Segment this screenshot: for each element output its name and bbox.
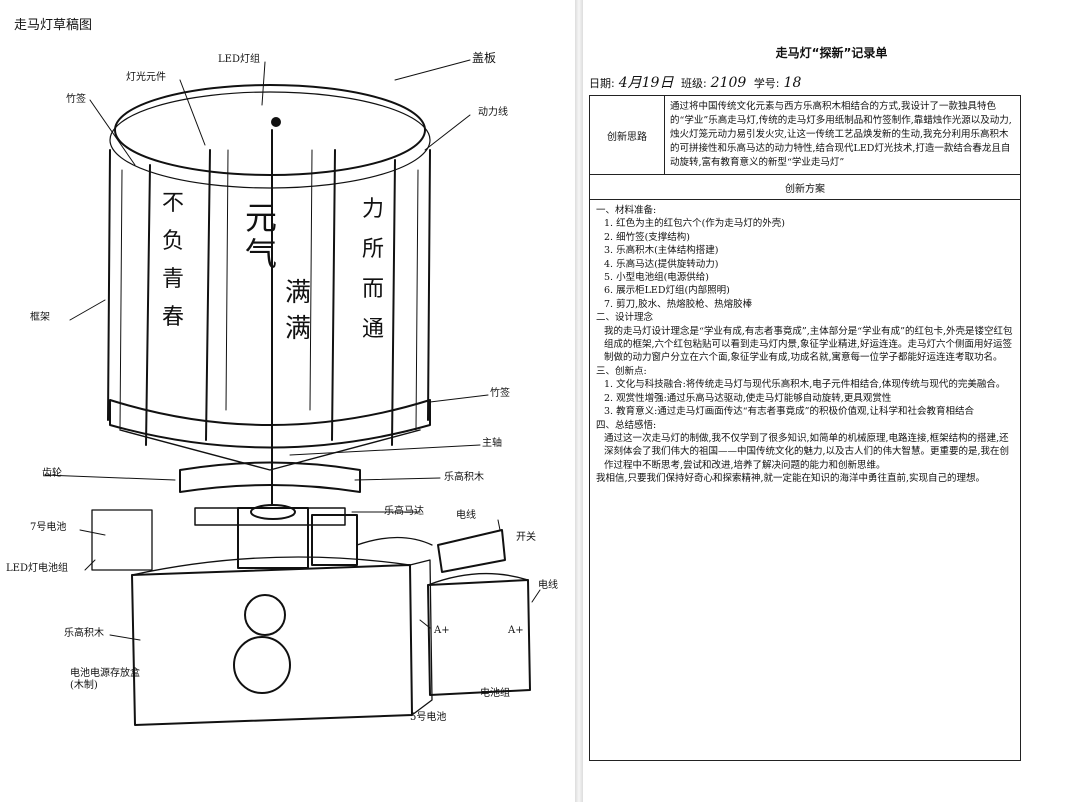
label-switch: 开关 (516, 532, 536, 543)
base-box-shape (131, 564, 413, 726)
base-box-top-shape (131, 556, 411, 576)
label-battery-box: 电池电源存放盒(木制) (70, 668, 140, 691)
record-page: 走马灯“探新”记录单 日期:4月19日 班级:2109 学号:18 创新思路 通… (583, 0, 1080, 802)
plan-line: 我的走马灯设计理念是“学业有成,有志者事竟成”,主体部分是“学业有成”的红包卡,… (604, 325, 1013, 364)
plan-label: 创新方案 (589, 174, 1021, 200)
label-bamboo-top: 竹签 (66, 94, 86, 105)
plan-line: 7. 剪刀,胶水、热熔胶枪、热熔胶棒 (604, 298, 753, 310)
label-blocks-bottom: 乐高积木 (64, 628, 104, 639)
class-label: 班级: (680, 77, 707, 90)
frame-base-shape (119, 429, 421, 471)
plan-line: 5. 小型电池组(电源供给) (604, 272, 709, 284)
battery-holder-left-shape (91, 509, 153, 571)
gear-circle-1 (244, 594, 286, 636)
plan-line: 二、设计理念 (596, 312, 654, 324)
lamp-text-3: 不负青春 (162, 191, 185, 330)
battery-pack-top-shape (427, 572, 529, 586)
cover-rim-shape (109, 91, 431, 189)
label-power-line: 动力线 (478, 107, 508, 118)
frame-bottom-shape (109, 399, 431, 449)
label-led: LED灯组 (218, 54, 260, 65)
bamboo-stick-2 (205, 149, 211, 441)
plan-line: 3. 教育意义:通过走马灯画面传达“有志者事竟成”的积极价值观,让科学和社会教育… (604, 406, 975, 418)
switch-box-shape (311, 514, 358, 566)
date-value: 4月19日 (618, 75, 674, 91)
lamp-text-2: 满满 (285, 278, 312, 344)
label-battery-7: 7号电池 (30, 522, 67, 533)
frame-right-side (427, 149, 431, 421)
plan-line: 一、材料准备: (596, 205, 657, 216)
leader-lines (44, 59, 541, 641)
idea-label: 创新思路 (589, 95, 665, 175)
battery-pack-shape (427, 579, 531, 696)
page-fold (575, 0, 583, 802)
label-cover: 盖板 (472, 51, 497, 65)
plan-line: 三、创新点: (596, 365, 647, 377)
label-battery-5: 5号电池 (410, 712, 447, 723)
label-plus-b: A+ (508, 625, 524, 636)
lamp-text-1: 元气 (245, 199, 278, 273)
date-label: 日期: (589, 77, 615, 90)
label-blocks-top: 乐高积木 (444, 472, 484, 483)
label-battery-pack: 电池组 (480, 688, 510, 699)
record-table: 创新思路 通过将中国传统文化元素与西方乐高积木相结合的方式,我设计了一款独具特色… (589, 95, 1021, 761)
bamboo-stick-6 (415, 169, 419, 431)
blocks-top-shape (179, 461, 361, 493)
plan-line: 四、总结感悟: (596, 419, 657, 431)
lantern-sketch (44, 59, 541, 726)
label-gear: 齿轮 (42, 468, 62, 479)
bamboo-stick-5 (119, 169, 123, 431)
gear-shape (194, 507, 346, 526)
cover-top-shape (114, 84, 426, 176)
bamboo-stick-7 (225, 149, 229, 411)
label-main-shaft: 主轴 (482, 438, 502, 449)
label-plus-a: A+ (434, 625, 450, 636)
frame-left-side (107, 149, 111, 421)
bamboo-stick-1 (145, 164, 151, 446)
id-label: 学号: (753, 77, 780, 90)
label-frame: 框架 (30, 312, 50, 323)
label-motor: 乐高马达 (384, 506, 424, 517)
bamboo-stick-3 (331, 149, 336, 441)
cover-hole-shape (271, 117, 281, 127)
plan-line: 3. 乐高积木(主体结构搭建) (604, 245, 719, 257)
switch-handle-shape (437, 529, 506, 573)
plan-line: 6. 展示柜LED灯组(内部照明) (604, 285, 730, 297)
plan-body: 一、材料准备: 1. 红色为主的红包六个(作为走马灯的外壳) 2. 细竹签(支撑… (589, 199, 1021, 761)
sketch-title: 走马灯草稿图 (14, 18, 93, 33)
plan-line: 1. 红色为主的红包六个(作为走马灯的外壳) (604, 218, 785, 230)
bamboo-stick-8 (309, 149, 313, 411)
idea-text: 通过将中国传统文化元素与西方乐高积木相结合的方式,我设计了一款独具特色的“学业”… (664, 95, 1021, 175)
plan-line: 通过这一次走马灯的制做,我不仅学到了很多知识,如简单的机械原理,电路连接,框架结… (604, 432, 1010, 471)
plan-line: 1. 文化与科技融合:将传统走马灯与现代乐高积木,电子元件相结合,体现传统与现代… (604, 379, 1006, 391)
label-wire-2: 电线 (538, 580, 558, 591)
label-light-source: 灯光元件 (126, 72, 166, 83)
base-box-side-shape (409, 559, 433, 716)
plan-line: 2. 观赏性增强:通过乐高马达驱动,使走马灯能够自动旋转,更具观赏性 (604, 392, 892, 404)
record-meta: 日期:4月19日 班级:2109 学号:18 (589, 72, 805, 92)
id-value: 18 (783, 75, 802, 91)
gear-circle-2 (233, 636, 291, 694)
label-wire: 电线 (456, 510, 476, 521)
label-led-battery: LED灯电池组 (6, 563, 68, 574)
plan-line: 2. 细竹签(支撑结构) (604, 231, 690, 243)
wire-shape (356, 536, 433, 546)
motor-shape (237, 507, 309, 569)
sketch-page: 走马灯草稿图 盖板 LED灯组 灯光元件 竹签 动力线 元气 满满 不负青春 力… (6, 18, 558, 726)
bamboo-stick-4 (391, 159, 396, 446)
label-bamboo-side: 竹签 (490, 388, 510, 399)
plan-line: 4. 乐高马达(提供旋转动力) (604, 258, 719, 270)
class-value: 2109 (710, 75, 747, 91)
plan-line: 我相信,只要我们保持好奇心和探索精神,就一定能在知识的海洋中勇往直前,实现自己的… (596, 473, 986, 485)
motor-top-shape (250, 504, 296, 520)
record-title: 走马灯“探新”记录单 (775, 46, 888, 60)
lamp-text-4: 力所而通 (362, 197, 385, 342)
